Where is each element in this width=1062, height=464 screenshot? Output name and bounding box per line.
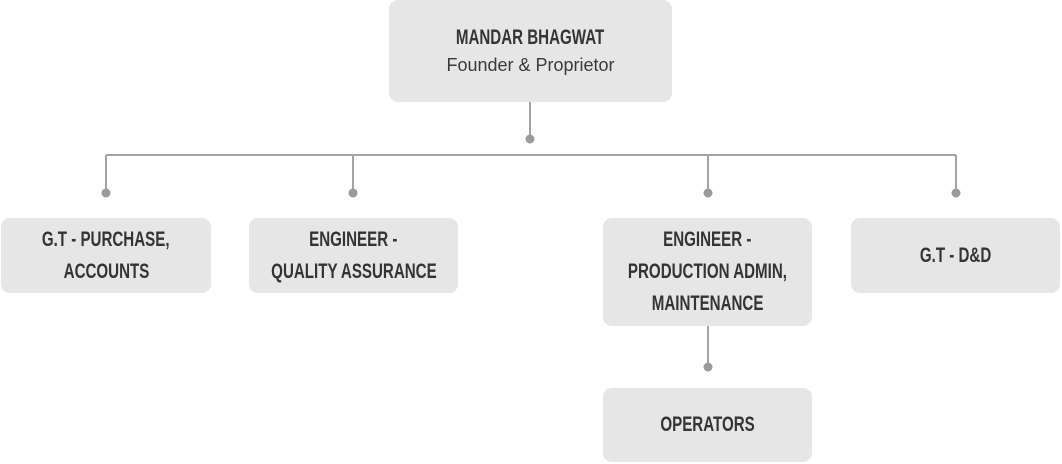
node-label: MAINTENANCE — [651, 292, 764, 315]
node-label: ENGINEER - — [309, 227, 398, 251]
node-quality-assurance: ENGINEER - QUALITY ASSURANCE — [249, 218, 458, 293]
node-design-development: G.T - D&D — [851, 218, 1060, 293]
connector-dot — [525, 134, 535, 144]
connector-dot — [348, 188, 358, 198]
node-label: ENGINEER - — [663, 228, 752, 251]
node-operators: OPERATORS — [603, 388, 812, 462]
connector-dot — [101, 188, 111, 198]
node-label: PRODUCTION ADMIN, — [627, 260, 788, 283]
node-production-maintenance: ENGINEER - PRODUCTION ADMIN, MAINTENANCE — [603, 218, 812, 326]
node-purchase-accounts: G.T - PURCHASE, ACCOUNTS — [1, 218, 211, 293]
node-label: QUALITY ASSURANCE — [270, 259, 437, 283]
node-label: ACCOUNTS — [63, 259, 149, 283]
node-label: OPERATORS — [660, 413, 755, 436]
root-title: Founder & Proprietor — [446, 55, 615, 75]
root-name: MANDAR BHAGWAT — [456, 26, 605, 49]
connector-dot — [703, 362, 713, 372]
root-node: MANDAR BHAGWAT Founder & Proprietor — [389, 0, 672, 102]
connector-dot — [703, 188, 713, 198]
node-label: G.T - PURCHASE, — [42, 227, 170, 251]
connector-dot — [951, 188, 961, 198]
node-label: G.T - D&D — [919, 243, 992, 267]
